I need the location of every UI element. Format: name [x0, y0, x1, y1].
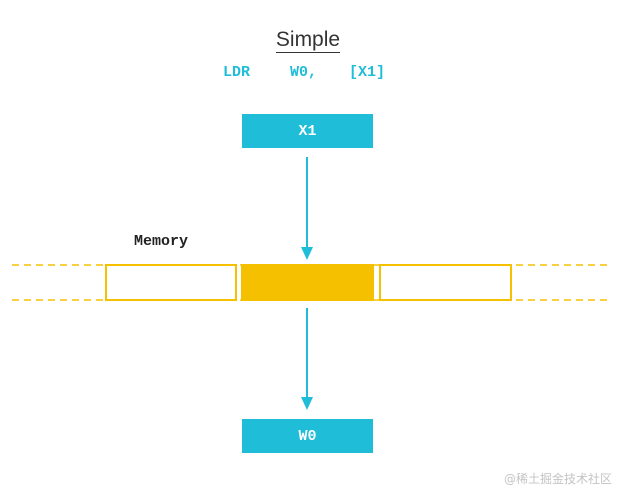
memory-cell-left — [105, 264, 237, 301]
source-register-label: X1 — [298, 122, 317, 140]
memory-cell-target — [241, 264, 374, 301]
diagram-title-text: Simple — [275, 28, 341, 53]
instruction-source-operand: [X1] — [349, 64, 386, 81]
watermark: @稀土掘金技术社区 — [503, 472, 612, 486]
dest-register-label: W0 — [298, 427, 317, 445]
memory-cell-right — [379, 264, 512, 301]
instruction-dest-operand: W0, — [290, 64, 318, 81]
memory-label: Memory — [134, 233, 189, 250]
source-register-box: X1 — [242, 114, 373, 148]
dest-register-box: W0 — [242, 419, 373, 453]
instruction-mnemonic: LDR — [223, 64, 251, 81]
diagram-title: Simple — [0, 28, 616, 53]
arrowhead-memory-to-w0 — [301, 397, 313, 410]
arrowhead-x1-to-memory — [301, 247, 313, 260]
